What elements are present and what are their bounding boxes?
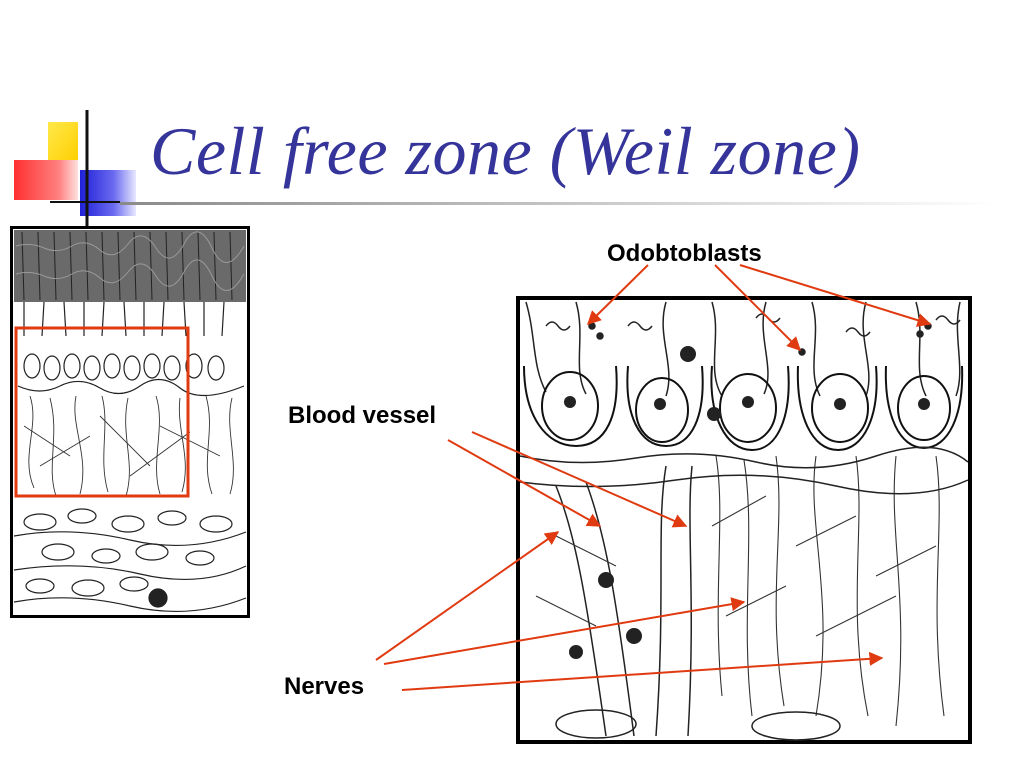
deco-red-square xyxy=(14,160,78,200)
slide-title: Cell free zone (Weil zone) xyxy=(150,113,861,189)
title-decoration xyxy=(14,110,1000,228)
overview-tissue-panel xyxy=(10,226,250,618)
label-odontoblasts: Odobtoblasts xyxy=(607,240,762,267)
predentin-band xyxy=(14,230,246,302)
label-blood-vessel: Blood vessel xyxy=(288,402,437,429)
cell-free-zone-fibers xyxy=(23,395,234,497)
zoom-region-box xyxy=(14,326,190,498)
label-nerves: Nerves xyxy=(284,673,365,700)
odontoblast-layer xyxy=(17,301,245,397)
magnified-tissue-panel xyxy=(516,296,972,744)
nerve-fibers xyxy=(535,455,945,727)
title-underline xyxy=(120,202,1000,205)
deco-yellow-square xyxy=(48,122,78,162)
deco-blue-square xyxy=(80,170,136,216)
cell-rich-zone xyxy=(13,508,247,613)
